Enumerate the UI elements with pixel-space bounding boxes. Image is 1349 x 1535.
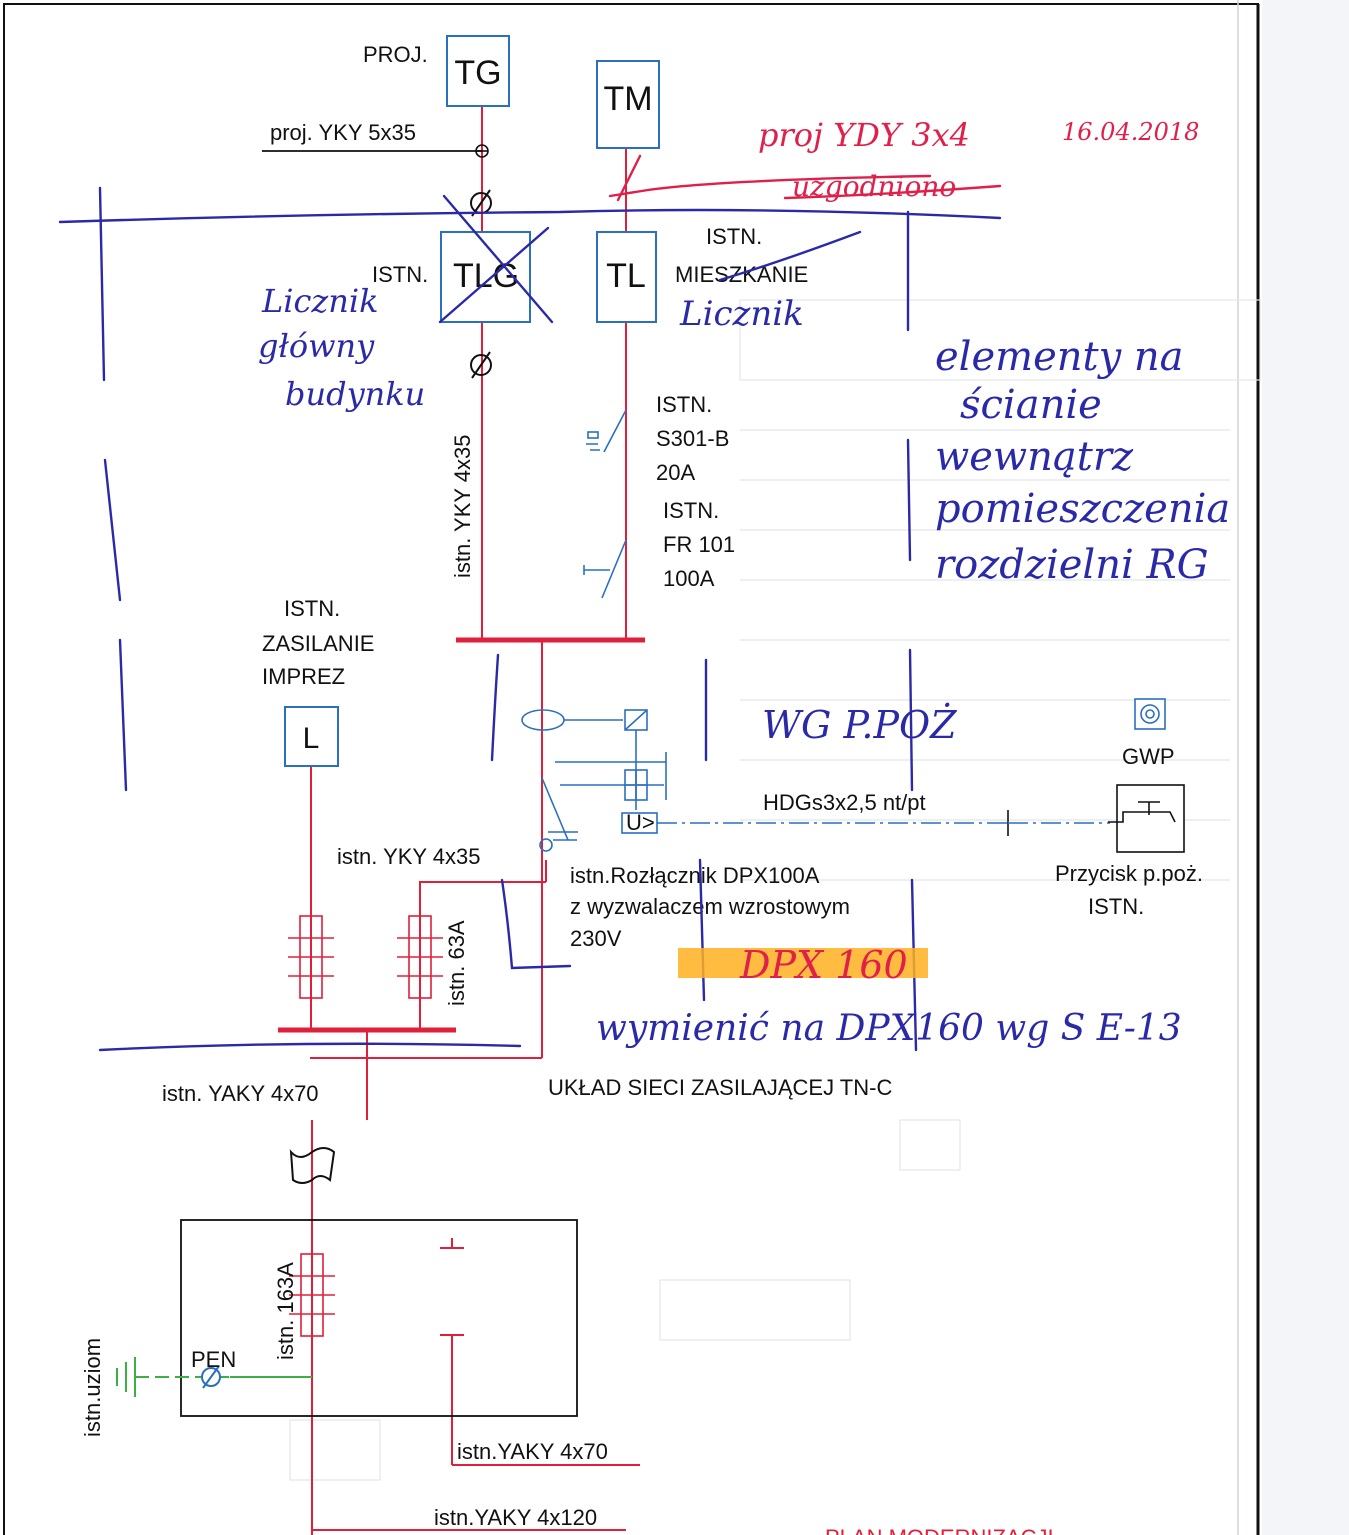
- elementy-line2: ścianie: [960, 382, 1102, 428]
- diameter-symbol-2: [470, 351, 492, 379]
- box-tl: TL: [596, 231, 657, 323]
- hand-boundary-lines: [58, 186, 1002, 1052]
- zasilanie-istn-label: ISTN.: [284, 596, 340, 621]
- dpx-label-1: istn.Rozłącznik DPX100A: [570, 863, 820, 888]
- earth-point: [539, 838, 553, 852]
- box-tm-label: TM: [603, 80, 652, 118]
- dpx160-highlight: [678, 948, 928, 978]
- fuse-base-63a: [397, 915, 443, 999]
- licznik-annotation: Licznik: [679, 294, 804, 334]
- elementy-line3: wewnątrz: [935, 434, 1134, 480]
- fire-button-label: Przycisk p.poż.: [1055, 861, 1203, 886]
- pen-connection: [116, 1357, 312, 1397]
- box-l-label: L: [303, 722, 320, 755]
- box-tl-label: TL: [606, 257, 646, 295]
- dpx-label-2: z wyzwalaczem wzrostowym: [570, 894, 850, 919]
- gwp-icon: [1134, 698, 1166, 730]
- fuse-base-left: [288, 915, 334, 999]
- date-annotation: 16.04.2018: [1062, 118, 1199, 146]
- elementy-line4: pomieszczenia: [935, 486, 1230, 532]
- tl-istn-label: ISTN.: [706, 224, 762, 249]
- dpx-label-3: 230V: [570, 926, 622, 951]
- box-l: L: [284, 706, 339, 767]
- proj-ydy-annotation: proj YDY 3x4: [758, 116, 970, 154]
- sheet-frame: [3, 0, 1349, 1535]
- imprez-label: IMPREZ: [262, 664, 345, 689]
- plan-title: PLAN MODERNIZACJI: [825, 1525, 1054, 1535]
- istn-tlg-label: ISTN.: [372, 262, 428, 287]
- box-tm: TM: [596, 60, 660, 149]
- power-lines: [278, 106, 645, 1535]
- uziom-label: istn.uziom: [80, 1338, 105, 1437]
- yaky70-bottom-label: istn.YAKY 4x70: [457, 1439, 608, 1464]
- elementy-line5: rozdzielni RG: [935, 542, 1209, 588]
- l-cable-label: istn. YKY 4x35: [337, 844, 481, 869]
- breaker-s301-symbol: [586, 409, 627, 453]
- fuse-base-163a: [289, 1253, 335, 1337]
- fire-button-symbol: [1108, 784, 1185, 853]
- cable-termination-symbol: [289, 1147, 336, 1184]
- proj-cable-label: proj. YKY 5x35: [270, 120, 416, 145]
- red-hand-marks: [608, 154, 1002, 202]
- wymienic-annotation: wymienić na DPX160 wg S E-13: [596, 1008, 1182, 1049]
- fire-button-istn-label: ISTN.: [1088, 894, 1144, 919]
- dpx-switch-assembly: [521, 709, 1110, 841]
- s301-istn-label: ISTN.: [656, 392, 712, 417]
- main-switchboard-box: [180, 1219, 578, 1417]
- s301-type-label: S301-B: [656, 426, 729, 451]
- gwp-label: GWP: [1122, 744, 1175, 769]
- network-system-title: UKŁAD SIECI ZASILAJĄCEJ TN-C: [548, 1075, 892, 1100]
- pen-label: PEN: [191, 1347, 236, 1372]
- breaker-fr101-symbol: [583, 539, 627, 599]
- wg-ppoz-annotation: WG P.POŻ: [762, 703, 957, 747]
- s301-rating-label: 20A: [656, 460, 695, 485]
- yaky120-label: istn.YAKY 4x120: [434, 1505, 597, 1530]
- u-relay-label: U>: [626, 810, 655, 835]
- zasilanie-label: ZASILANIE: [262, 631, 374, 656]
- box-tlg: TLG: [440, 231, 531, 323]
- licznik-glowny-line1: Licznik: [261, 282, 379, 320]
- fr101-type-label: FR 101: [663, 532, 735, 557]
- licznik-glowny-line3: budynku: [285, 375, 425, 413]
- riser-cable-label: istn. YKY 4x35: [450, 434, 475, 578]
- yaky70-top-label: istn. YAKY 4x70: [162, 1081, 319, 1106]
- fr101-istn-label: ISTN.: [663, 498, 719, 523]
- box-tg: TG: [446, 35, 510, 107]
- uzgodniono-annotation: uzgodniono: [792, 170, 956, 203]
- fuse-163a-label: istn. 163A: [273, 1262, 298, 1360]
- fuse-63a-label: istn. 63A: [444, 920, 469, 1006]
- hdg-cable-label: HDGs3x2,5 nt/pt: [763, 790, 926, 815]
- proj-label: PROJ.: [363, 42, 428, 67]
- box-tg-label: TG: [454, 54, 501, 92]
- proj-cable-line: [262, 144, 489, 158]
- licznik-glowny-line2: główny: [258, 327, 375, 365]
- fr101-rating-label: 100A: [663, 566, 715, 591]
- elementy-line1: elementy na: [935, 334, 1184, 380]
- dpx160-annotation: DPX 160: [739, 943, 908, 987]
